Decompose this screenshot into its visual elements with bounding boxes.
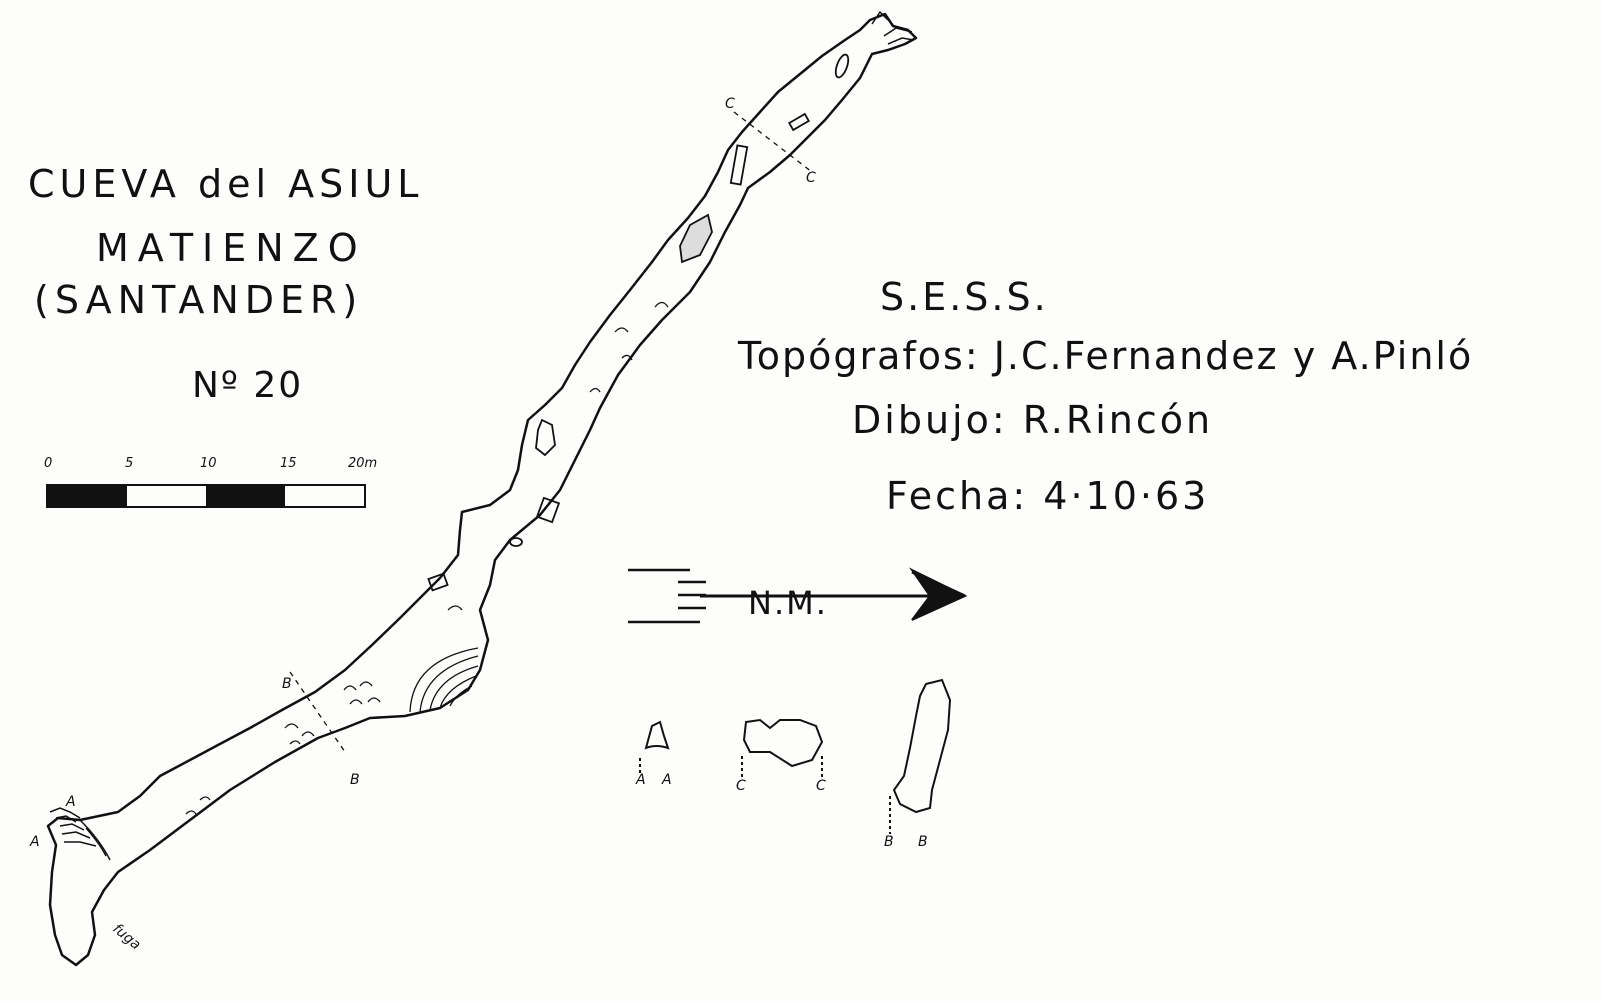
organization: S.E.S.S.: [880, 275, 1049, 319]
scale-tick-5: 5: [125, 456, 134, 471]
scale-segment: [48, 486, 127, 506]
north-arrow: [628, 567, 968, 624]
scale-bar: [46, 484, 366, 508]
section-b-start: B: [282, 676, 292, 692]
cave-passage-outline: [46, 12, 918, 967]
cross-section-a-label-left: A: [635, 772, 646, 788]
section-line-b: [289, 671, 346, 753]
section-b-end: B: [350, 772, 360, 788]
section-c-end: C: [806, 170, 816, 186]
survey-date: Fecha: 4·10·63: [886, 474, 1210, 518]
cross-section-c-label-left: C: [736, 778, 746, 794]
section-a-right: A: [65, 794, 76, 810]
drawing-credit: Dibujo: R.Rincón: [852, 398, 1214, 442]
survey-number: Nº 20: [192, 365, 304, 406]
north-arrow-label: N.M.: [748, 584, 828, 622]
section-a-left: A: [29, 834, 40, 850]
cave-title: CUEVA del ASIUL: [28, 162, 424, 206]
section-c-start: C: [725, 96, 735, 112]
scale-tick-10: 10: [200, 456, 217, 471]
scale-segment: [285, 486, 364, 506]
entrance-hatching: [49, 807, 111, 861]
cross-section-b-label-left: B: [884, 834, 894, 850]
boulders: [427, 53, 850, 592]
scale-segment: [127, 486, 206, 506]
section-line-c: [733, 111, 813, 173]
cross-section-b-label-right: B: [918, 834, 928, 850]
scale-tick-0: 0: [44, 456, 53, 471]
cross-section-b: [889, 678, 952, 834]
cross-section-c-label-right: C: [816, 778, 826, 794]
cross-section-a-label-right: A: [661, 772, 672, 788]
cross-section-a: [639, 720, 670, 776]
passage-end-marks: [871, 10, 915, 45]
scale-segment: [206, 486, 285, 506]
scale-tick-20m: 20m: [348, 456, 378, 471]
surveyors: Topógrafos: J.C.Fernandez y A.Pinló: [738, 334, 1474, 378]
fuga-annotation: fuga: [109, 921, 143, 953]
locality: MATIENZO: [96, 226, 367, 270]
scale-tick-15: 15: [280, 456, 297, 471]
cross-section-c: [741, 718, 824, 778]
floor-marks: [185, 301, 669, 815]
slope-rings: [409, 647, 479, 713]
province: (SANTANDER): [34, 278, 364, 322]
